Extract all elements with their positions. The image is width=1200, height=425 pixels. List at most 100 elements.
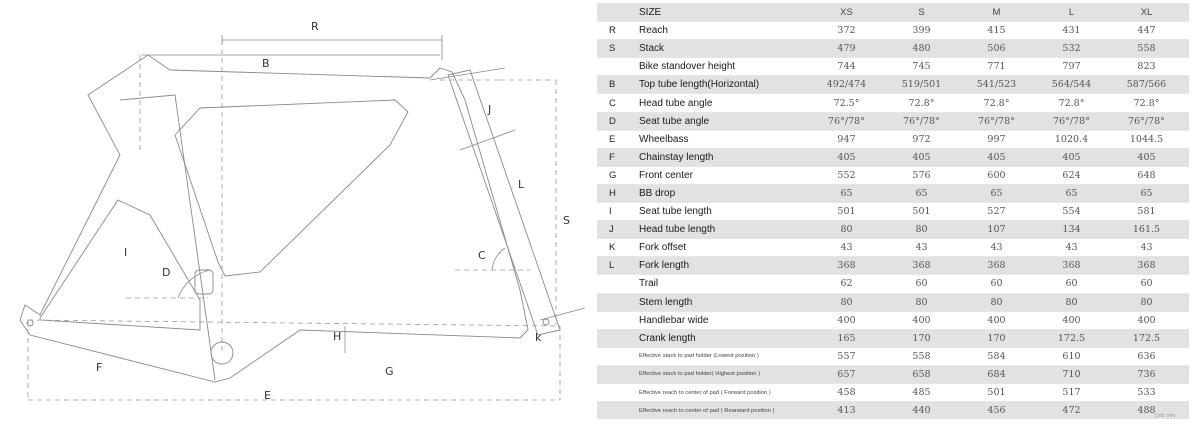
row-value: 161.5: [1132, 224, 1161, 236]
label-S: S: [563, 214, 570, 227]
row-value: 541/523: [976, 79, 1017, 91]
row-param: Fork length: [639, 260, 690, 272]
row-param: Seat tube length: [639, 206, 712, 218]
header-size: S: [918, 7, 925, 19]
row-value: 107: [987, 224, 1006, 236]
row-value: 415: [987, 25, 1006, 37]
row-value: 972: [912, 133, 931, 145]
row-value: 43: [1065, 242, 1078, 254]
row-param: Trail: [639, 278, 659, 290]
row-value: 431: [1062, 25, 1081, 37]
row-key: G: [609, 169, 617, 181]
row-value: 60: [1140, 278, 1153, 290]
row-value: 533: [1137, 387, 1156, 399]
row-key: R: [609, 25, 616, 37]
frame-inner-triangle: [174, 99, 409, 277]
header-size: XS: [840, 7, 853, 19]
label-R: R: [311, 20, 319, 33]
table-header-row: SIZE XS S M L XL: [597, 3, 1189, 22]
row-key: L: [609, 260, 615, 272]
row-param: Effective reach to center of pad ( Forwa…: [639, 389, 771, 396]
row-key: I: [609, 206, 612, 218]
row-value: 43: [1140, 242, 1153, 254]
row-param: Head tube length: [639, 224, 716, 236]
row-value: 400: [1062, 314, 1081, 326]
row-value: 368: [912, 260, 931, 272]
row-value: 65: [915, 187, 928, 199]
head-tube: [447, 69, 561, 336]
row-param: Handlebar wide: [639, 314, 709, 326]
row-value: 60: [990, 278, 1003, 290]
row-value: 60: [1065, 278, 1078, 290]
row-param: BB drop: [639, 187, 676, 199]
row-value: 458: [837, 387, 856, 399]
row-param: Wheelbass: [639, 133, 689, 145]
row-value: 405: [837, 151, 856, 163]
row-value: 368: [987, 260, 1006, 272]
table-row: Effective reach to center of pad ( Forwa…: [597, 382, 1189, 401]
row-value: 440: [912, 405, 931, 417]
row-value: 584: [987, 350, 1006, 362]
row-value: 400: [837, 314, 856, 326]
row-param: Effective reach to center of pad ( Rearw…: [639, 407, 775, 414]
header-param: SIZE: [639, 7, 662, 19]
row-value: 480: [912, 43, 931, 55]
row-value: 65: [1140, 187, 1153, 199]
table-row: Effective reach to center of pad ( Rearw…: [597, 401, 1189, 420]
row-value: 624: [1062, 169, 1081, 181]
row-key: S: [609, 43, 616, 55]
row-key: D: [609, 115, 616, 127]
row-value: 519/501: [901, 79, 942, 91]
row-value: 400: [912, 314, 931, 326]
row-value: 72.8°: [1133, 97, 1160, 109]
row-param: Stem length: [639, 296, 693, 308]
table-row: Effective stack to pad holder (Lowest po…: [597, 346, 1189, 365]
label-D: D: [162, 266, 170, 279]
row-value: 1020.4: [1054, 133, 1089, 145]
row-value: 172.5: [1132, 332, 1161, 344]
row-value: 558: [1137, 43, 1156, 55]
row-param: Top tube length(Horizontal): [639, 79, 760, 91]
row-value: 532: [1062, 43, 1081, 55]
row-value: 172.5: [1057, 332, 1086, 344]
label-k: k: [535, 331, 542, 344]
row-value: 80: [840, 296, 853, 308]
header-size: XL: [1140, 7, 1153, 19]
row-value: 557: [837, 350, 856, 362]
row-param: Seat tube angle: [639, 115, 710, 127]
row-param: Effective stack to pad holder( Highest p…: [639, 371, 761, 378]
unit-footnote: Unit: mm: [1155, 413, 1175, 420]
row-value: 65: [1065, 187, 1078, 199]
row-value: 65: [990, 187, 1003, 199]
table-row: Effective stack to pad holder( Highest p…: [597, 364, 1189, 383]
row-value: 76°/78°: [1128, 115, 1165, 127]
row-value: 80: [915, 224, 928, 236]
row-value: 72.8°: [908, 97, 935, 109]
row-param: Head tube angle: [639, 97, 713, 109]
row-value: 600: [987, 169, 1006, 181]
row-value: 657: [837, 368, 856, 380]
row-value: 413: [837, 405, 856, 417]
row-value: 1044.5: [1129, 133, 1164, 145]
row-value: 76°/78°: [1053, 115, 1090, 127]
row-value: 399: [912, 25, 931, 37]
front-dropout: [542, 318, 550, 326]
row-value: 72.8°: [1058, 97, 1085, 109]
row-key: E: [609, 133, 616, 145]
row-key: C: [609, 97, 616, 109]
row-value: 797: [1062, 61, 1081, 73]
row-value: 658: [912, 368, 931, 380]
row-value: 501: [837, 206, 856, 218]
row-value: 472: [1062, 405, 1081, 417]
bottom-bracket: [210, 341, 234, 365]
row-value: 368: [1062, 260, 1081, 272]
row-key: H: [609, 187, 616, 199]
row-value: 587/566: [1126, 79, 1167, 91]
